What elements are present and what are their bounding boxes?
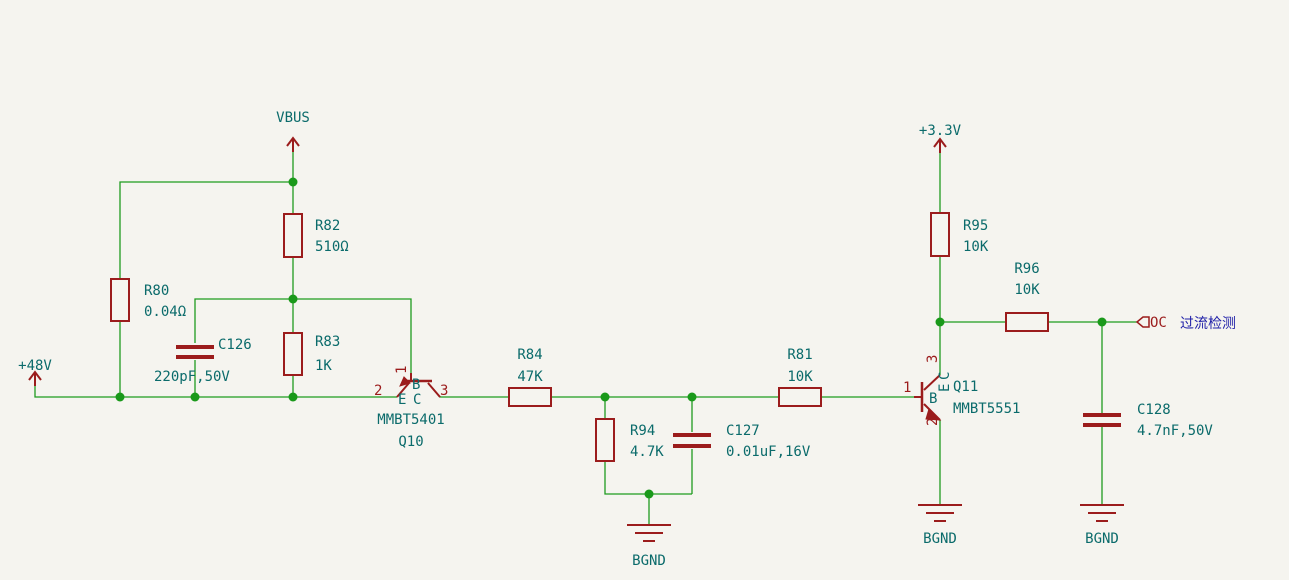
c126-value: 220pF,50V [154, 369, 230, 385]
capacitor-c126: C126 220pF,50V [154, 337, 252, 385]
c127-value: 0.01uF,16V [726, 444, 811, 460]
q11-value: MMBT5551 [953, 401, 1020, 417]
ground-2-label: BGND [923, 531, 957, 547]
q10-value: MMBT5401 [377, 412, 444, 428]
r84-ref: R84 [517, 347, 542, 363]
ground-3-label: BGND [1085, 531, 1119, 547]
r82-value: 510Ω [315, 239, 349, 255]
power-48v-label: +48V [18, 358, 52, 374]
global-label-oc: OC 过流检测 [1135, 315, 1236, 332]
r81-ref: R81 [787, 347, 812, 363]
r96-value: 10K [1014, 282, 1040, 298]
r82-ref: R82 [315, 218, 340, 234]
q10-pin3: 3 [440, 383, 448, 399]
r83-ref: R83 [315, 334, 340, 350]
power-vbus: VBUS [276, 110, 310, 152]
q11-c: C [937, 372, 953, 380]
q10-e: E [398, 392, 406, 408]
c127-ref: C127 [726, 423, 760, 439]
q11-pin1: 1 [903, 380, 911, 396]
r83-value: 1K [315, 358, 332, 374]
ground-3: BGND [1080, 504, 1124, 547]
power-3v3-label: +3.3V [919, 123, 962, 139]
resistor-r94: R94 4.7K [595, 418, 664, 462]
r84-value: 47K [517, 369, 543, 385]
resistor-r80: R80 0.04Ω [110, 278, 186, 322]
wires [34, 150, 1138, 524]
q11-b: B [929, 391, 937, 407]
q10-pin1: 1 [394, 366, 410, 374]
r80-ref: R80 [144, 283, 169, 299]
q10-c: C [413, 392, 421, 408]
r94-value: 4.7K [630, 444, 664, 460]
r81-value: 10K [787, 369, 813, 385]
power-48v: +48V [18, 358, 52, 386]
capacitor-c127: C127 0.01uF,16V [673, 423, 811, 460]
c128-ref: C128 [1137, 402, 1171, 418]
ground-2: BGND [918, 504, 962, 547]
junctions [115, 177, 1107, 499]
ground-1: BGND [627, 524, 671, 569]
resistor-r95: R95 10K [930, 212, 989, 257]
resistor-r82: R82 510Ω [283, 213, 349, 258]
c126-ref: C126 [218, 337, 252, 353]
oc-label: OC [1150, 315, 1167, 331]
q11-pin3: 3 [925, 355, 941, 363]
r94-ref: R94 [630, 423, 655, 439]
q11-e: E [937, 384, 953, 392]
resistor-r96: R96 10K [1005, 261, 1049, 332]
oc-description: 过流检测 [1180, 316, 1236, 332]
capacitor-c128: C128 4.7nF,50V [1083, 402, 1213, 439]
transistor-q10: 1 2 3 B E C MMBT5401 Q10 [374, 366, 448, 450]
q10-ref: Q10 [398, 434, 423, 450]
r95-value: 10K [963, 239, 989, 255]
ground-1-label: BGND [632, 553, 666, 569]
resistor-r81: R81 10K [778, 347, 822, 407]
r96-ref: R96 [1014, 261, 1039, 277]
resistor-r83: R83 1K [283, 332, 340, 376]
r95-ref: R95 [963, 218, 988, 234]
r80-value: 0.04Ω [144, 304, 186, 320]
q11-pin2: 2 [925, 418, 941, 426]
q11-ref: Q11 [953, 379, 978, 395]
q10-pin2: 2 [374, 383, 382, 399]
power-3v3: +3.3V [919, 123, 962, 153]
c128-value: 4.7nF,50V [1137, 423, 1213, 439]
power-vbus-label: VBUS [276, 110, 310, 126]
q10-b: B [412, 377, 420, 393]
resistor-r84: R84 47K [508, 347, 552, 407]
transistor-q11: 1 2 3 B E C Q11 MMBT5551 [903, 355, 1020, 426]
